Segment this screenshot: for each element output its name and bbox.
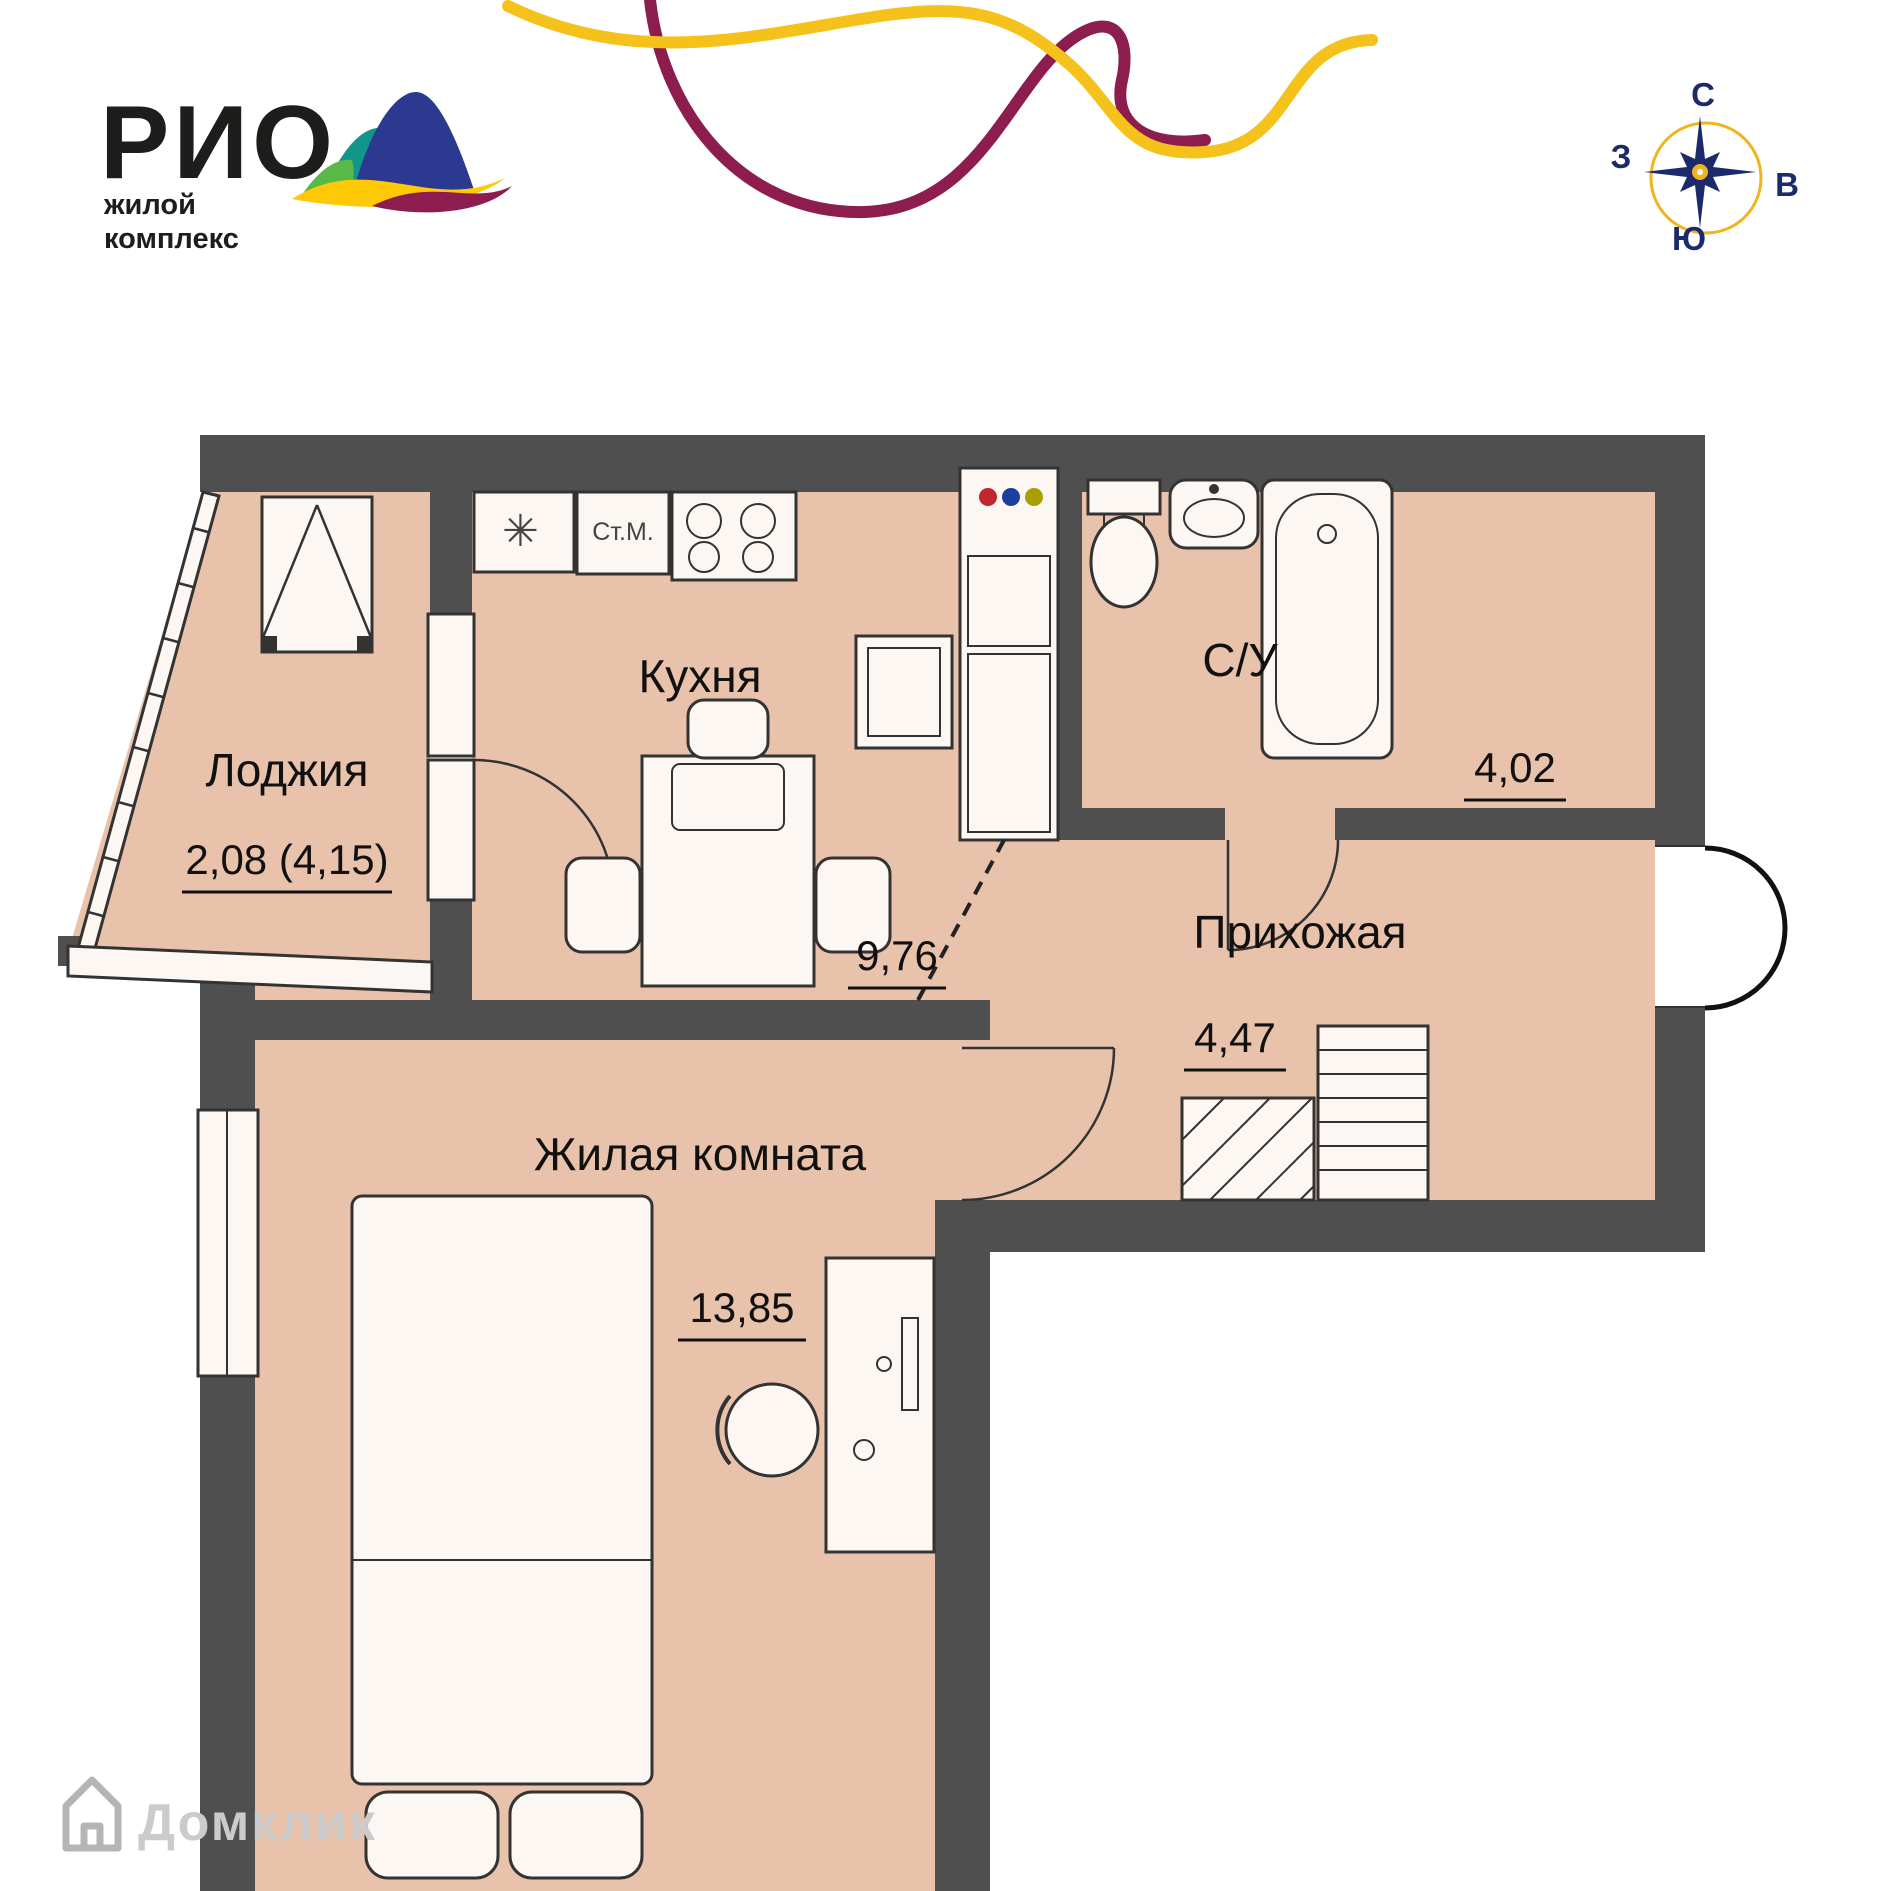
- compass-ring: [1649, 121, 1763, 235]
- wall-left-lower: [200, 1372, 255, 1891]
- kitchen-sink-counter: [472, 490, 576, 574]
- hallway-name: Прихожая: [1193, 906, 1406, 958]
- watermark-house-icon: [62, 1776, 122, 1852]
- logo: РИО жилой комплекс: [100, 85, 512, 255]
- washing-machine-label: Ст.М.: [592, 518, 653, 546]
- floor-plan: ✳ Ст.М.: [58, 435, 1788, 1891]
- desk-icon: [824, 1256, 936, 1554]
- bathroom-door: [1226, 839, 1340, 952]
- desk-chair-icon: [715, 1382, 820, 1478]
- wardrobe-icon: [1180, 1096, 1316, 1202]
- loggia-glazing-ticks: [87, 526, 209, 918]
- compass-north-label: С: [1691, 76, 1715, 113]
- kitchen-fixtures: ✳ Ст.М.: [472, 466, 1060, 988]
- living-area: 13,85: [689, 1284, 794, 1331]
- bathroom-name: С/У: [1202, 634, 1278, 686]
- compass-east-label: В: [1775, 166, 1799, 203]
- living-door: [961, 1046, 1116, 1202]
- kitchen-area: 9,76: [856, 932, 938, 979]
- compass-hub-dot: [1697, 169, 1703, 175]
- balcony-door-leaf: [426, 758, 476, 902]
- wall-living-right: [935, 1252, 990, 1891]
- walls: [58, 435, 1705, 1891]
- chair-left: [564, 856, 642, 954]
- watermark: Домклик: [62, 1776, 377, 1852]
- ribbon-maroon: [644, 0, 1211, 219]
- kitchen-name: Кухня: [638, 650, 761, 702]
- bed-icon: [350, 1194, 654, 1880]
- toilet-icon: [1086, 478, 1162, 609]
- balcony-door: [426, 612, 616, 902]
- logo-subtitle-2: комплекс: [104, 223, 239, 255]
- bathtub-icon: [1260, 478, 1394, 760]
- bathroom-area: 4,02: [1474, 744, 1556, 791]
- kitchen-hallway-boundary: [916, 839, 1006, 1001]
- hallway-area: 4,47: [1194, 1014, 1276, 1061]
- kitchen-cabinet: [854, 634, 954, 750]
- loggia-glazing: [66, 490, 434, 994]
- logo-subtitle-1: жилой: [103, 189, 196, 221]
- entrance-door: [1655, 845, 1788, 1011]
- bath-door-threshold: [1225, 808, 1335, 840]
- compass-south-label: Ю: [1672, 220, 1706, 257]
- loggia-casement-window-icon: [260, 495, 374, 654]
- living-name: Жилая комната: [534, 1128, 867, 1180]
- loggia-bottom-window: [66, 944, 434, 994]
- dining-table: [640, 754, 816, 988]
- wall-right-upper: [1655, 435, 1705, 845]
- stove-icon: [670, 490, 798, 582]
- hallway-fixtures: [916, 839, 1788, 1202]
- chair-right: [814, 856, 892, 954]
- logo-title: РИО: [100, 85, 337, 201]
- watermark-label: Домклик: [138, 1794, 377, 1852]
- loggia-name: Лоджия: [206, 744, 369, 796]
- logo-waves-icon: [292, 92, 512, 213]
- wall-loggia-kitchen-upper: [430, 492, 472, 614]
- fridge-icon: [958, 466, 1060, 842]
- living-fixtures: [196, 1046, 1116, 1880]
- coat-rack-icon: [1316, 1024, 1430, 1202]
- compass-west-label: З: [1611, 138, 1632, 175]
- wall-kitchen-living: [200, 1000, 990, 1040]
- bathroom-fixtures: [1086, 478, 1394, 952]
- washbasin-icon: [1168, 478, 1260, 550]
- washing-machine: [575, 490, 671, 576]
- living-window-icon: [196, 1108, 260, 1378]
- floor-fills: [68, 490, 1655, 1891]
- loggia-area: 2,08 (4,15): [185, 836, 388, 883]
- wall-bathroom-bottom-right: [1335, 808, 1655, 840]
- balcony-door-pane: [426, 612, 476, 758]
- wall-bathroom-bottom-left: [1082, 808, 1225, 840]
- chair-top: [686, 698, 770, 760]
- header-decoration: [502, 0, 1378, 219]
- wall-top: [200, 435, 1705, 492]
- ribbon-yellow: [502, 0, 1378, 159]
- kitchen-sink-icon: ✳: [502, 506, 539, 557]
- wall-hallway-bottom: [935, 1200, 1705, 1252]
- hallway-floor: [990, 840, 1655, 1200]
- compass: С З В Ю: [1611, 76, 1799, 257]
- room-labels: Лоджия 2,08 (4,15) Кухня 9,76 С/У 4,02 П…: [182, 634, 1566, 1342]
